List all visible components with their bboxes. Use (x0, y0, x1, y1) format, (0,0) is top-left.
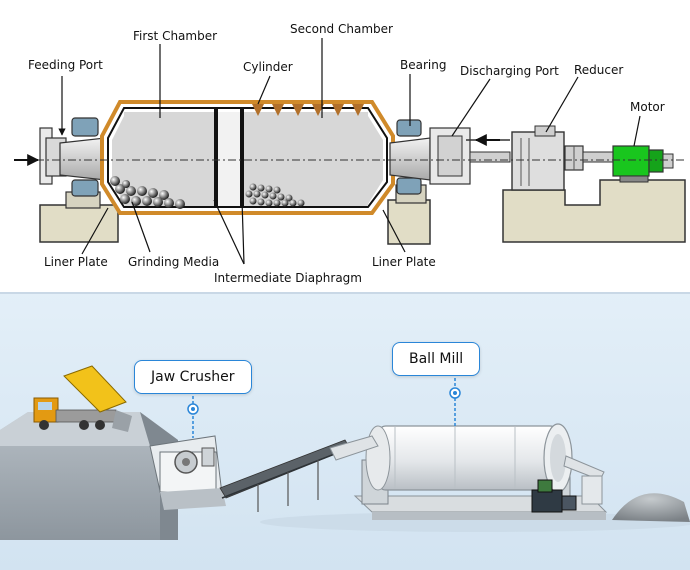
callout-pointers (187, 378, 461, 438)
callout-ball-mill: Ball Mill (392, 342, 481, 376)
ball-mill-cross-section: Feeding Port First Chamber Second Chambe… (14, 22, 686, 285)
callout-jaw-crusher-text: Jaw Crusher (151, 369, 235, 385)
diagram-labels: Feeding Port First Chamber Second Chambe… (28, 22, 665, 285)
dump-truck (33, 365, 132, 432)
label-motor: Motor (630, 100, 665, 114)
label-first-chamber: First Chamber (133, 29, 217, 43)
ore-pile (612, 493, 690, 522)
jaw-crusher (149, 435, 226, 510)
label-second-chamber: Second Chamber (290, 22, 393, 36)
label-discharging-port: Discharging Port (460, 64, 559, 78)
grinding-media-first-chamber (110, 176, 185, 209)
label-bearing: Bearing (400, 58, 446, 72)
leader-lines (58, 38, 641, 265)
grinding-media-second-chamber (245, 183, 305, 207)
grinding-plant-scene (0, 292, 690, 570)
rock-platform (0, 412, 178, 540)
ball-mill-cylinder (329, 423, 605, 505)
callout-ball-mill-text: Ball Mill (409, 351, 464, 367)
motor (612, 145, 674, 183)
callout-jaw-crusher: Jaw Crusher (134, 360, 252, 394)
label-cylinder: Cylinder (243, 60, 293, 74)
label-liner-plate-left: Liner Plate (44, 255, 108, 269)
label-reducer: Reducer (574, 63, 623, 77)
label-feeding-port: Feeding Port (28, 58, 103, 72)
lifter-bars (252, 104, 364, 116)
label-intermediate-diaphragm: Intermediate Diaphragm (214, 271, 362, 285)
label-liner-plate-right: Liner Plate (372, 255, 436, 269)
ball-mill-drive (531, 479, 577, 513)
label-grinding-media: Grinding Media (128, 255, 219, 269)
